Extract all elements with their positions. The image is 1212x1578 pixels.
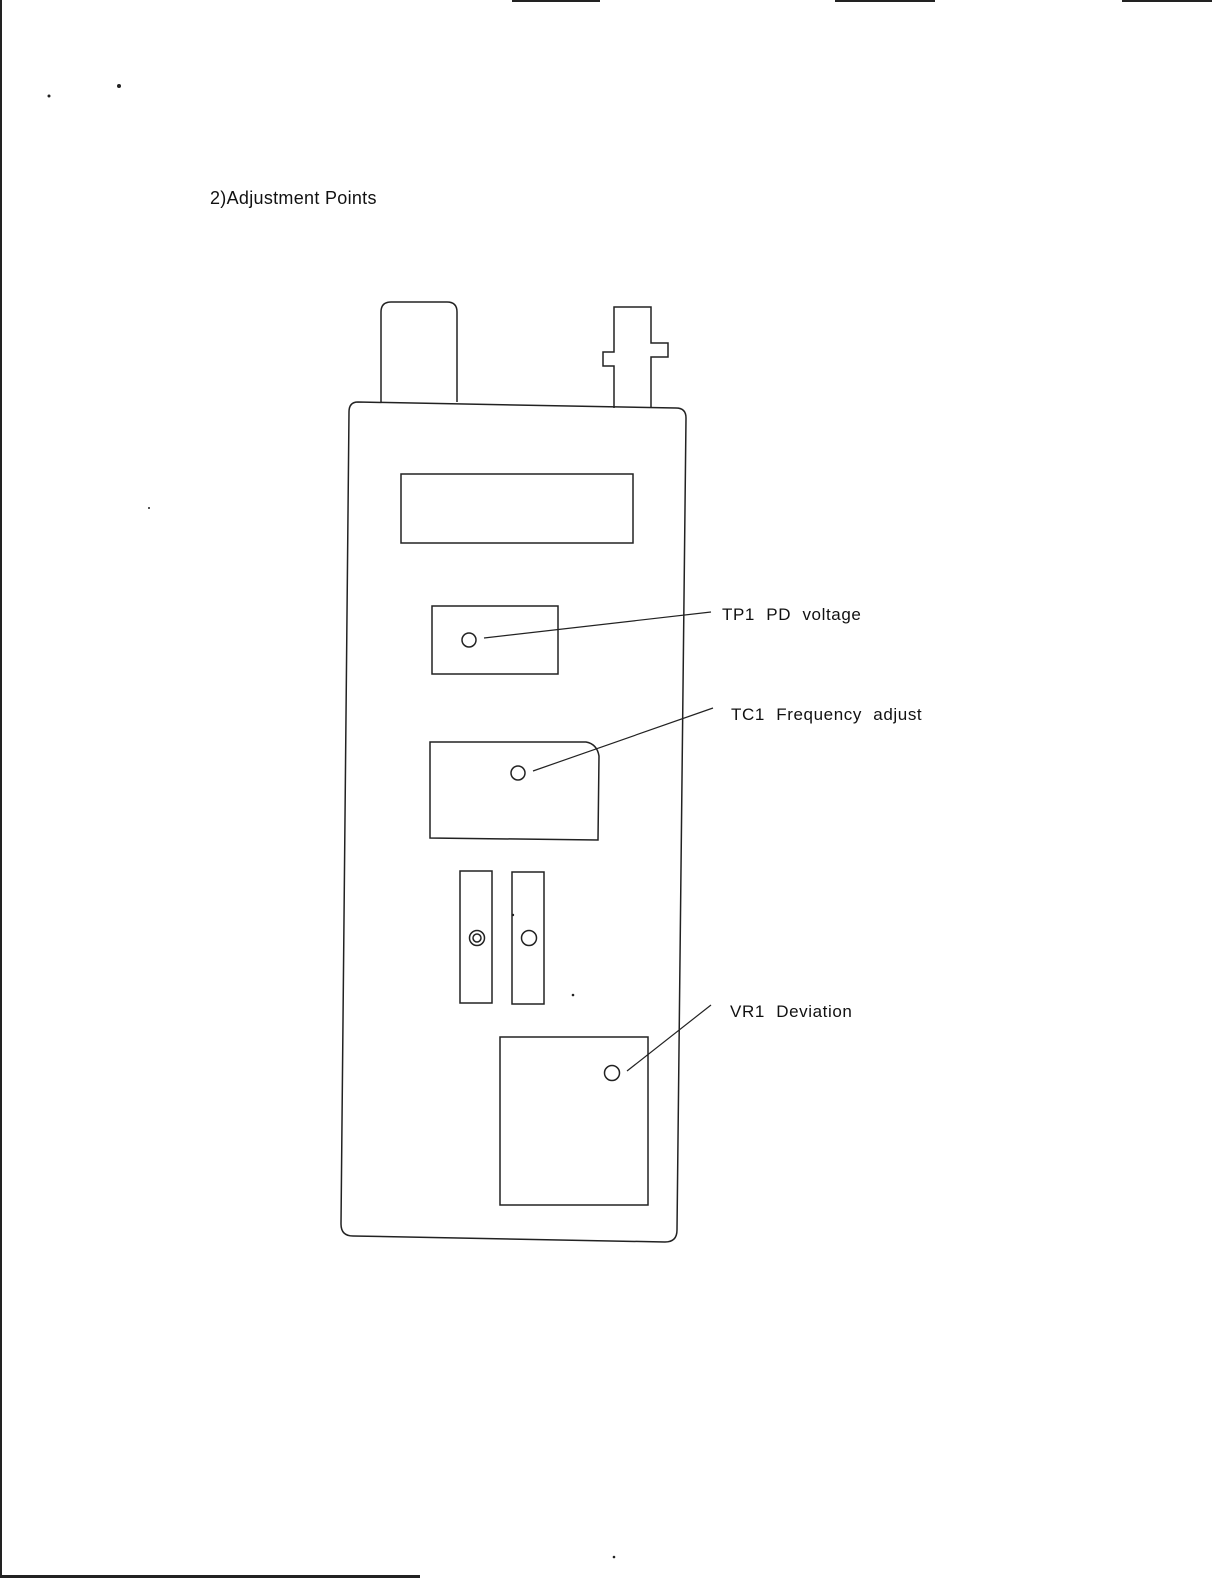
tp1-board [432,606,558,674]
callout-tp1: TP1 PD voltage [722,605,861,625]
module-right [512,872,544,1004]
scan-speck [148,507,150,509]
tc1-leader-line [533,708,713,771]
scan-speck [572,994,575,997]
module-left-port-inner [473,934,481,942]
tc1-trimmer [511,766,525,780]
antenna-stub [381,302,457,402]
vr1-board [500,1037,648,1205]
tp1-leader-line [484,612,711,638]
vr1-leader-line [627,1005,711,1071]
device-body [341,402,686,1242]
bnc-connector [603,307,668,408]
callout-vr1: VR1 Deviation [730,1002,852,1022]
module-right-port [522,931,537,946]
vr1-potentiometer [605,1066,620,1081]
module-left [460,871,492,1003]
scan-speck [613,1556,616,1559]
scan-speck [48,95,51,98]
display-window [401,474,633,543]
scan-speck [512,914,514,916]
module-left-port-outer [470,931,485,946]
tp1-test-point [462,633,476,647]
callout-tc1: TC1 Frequency adjust [731,705,922,725]
scan-speck [117,84,121,88]
